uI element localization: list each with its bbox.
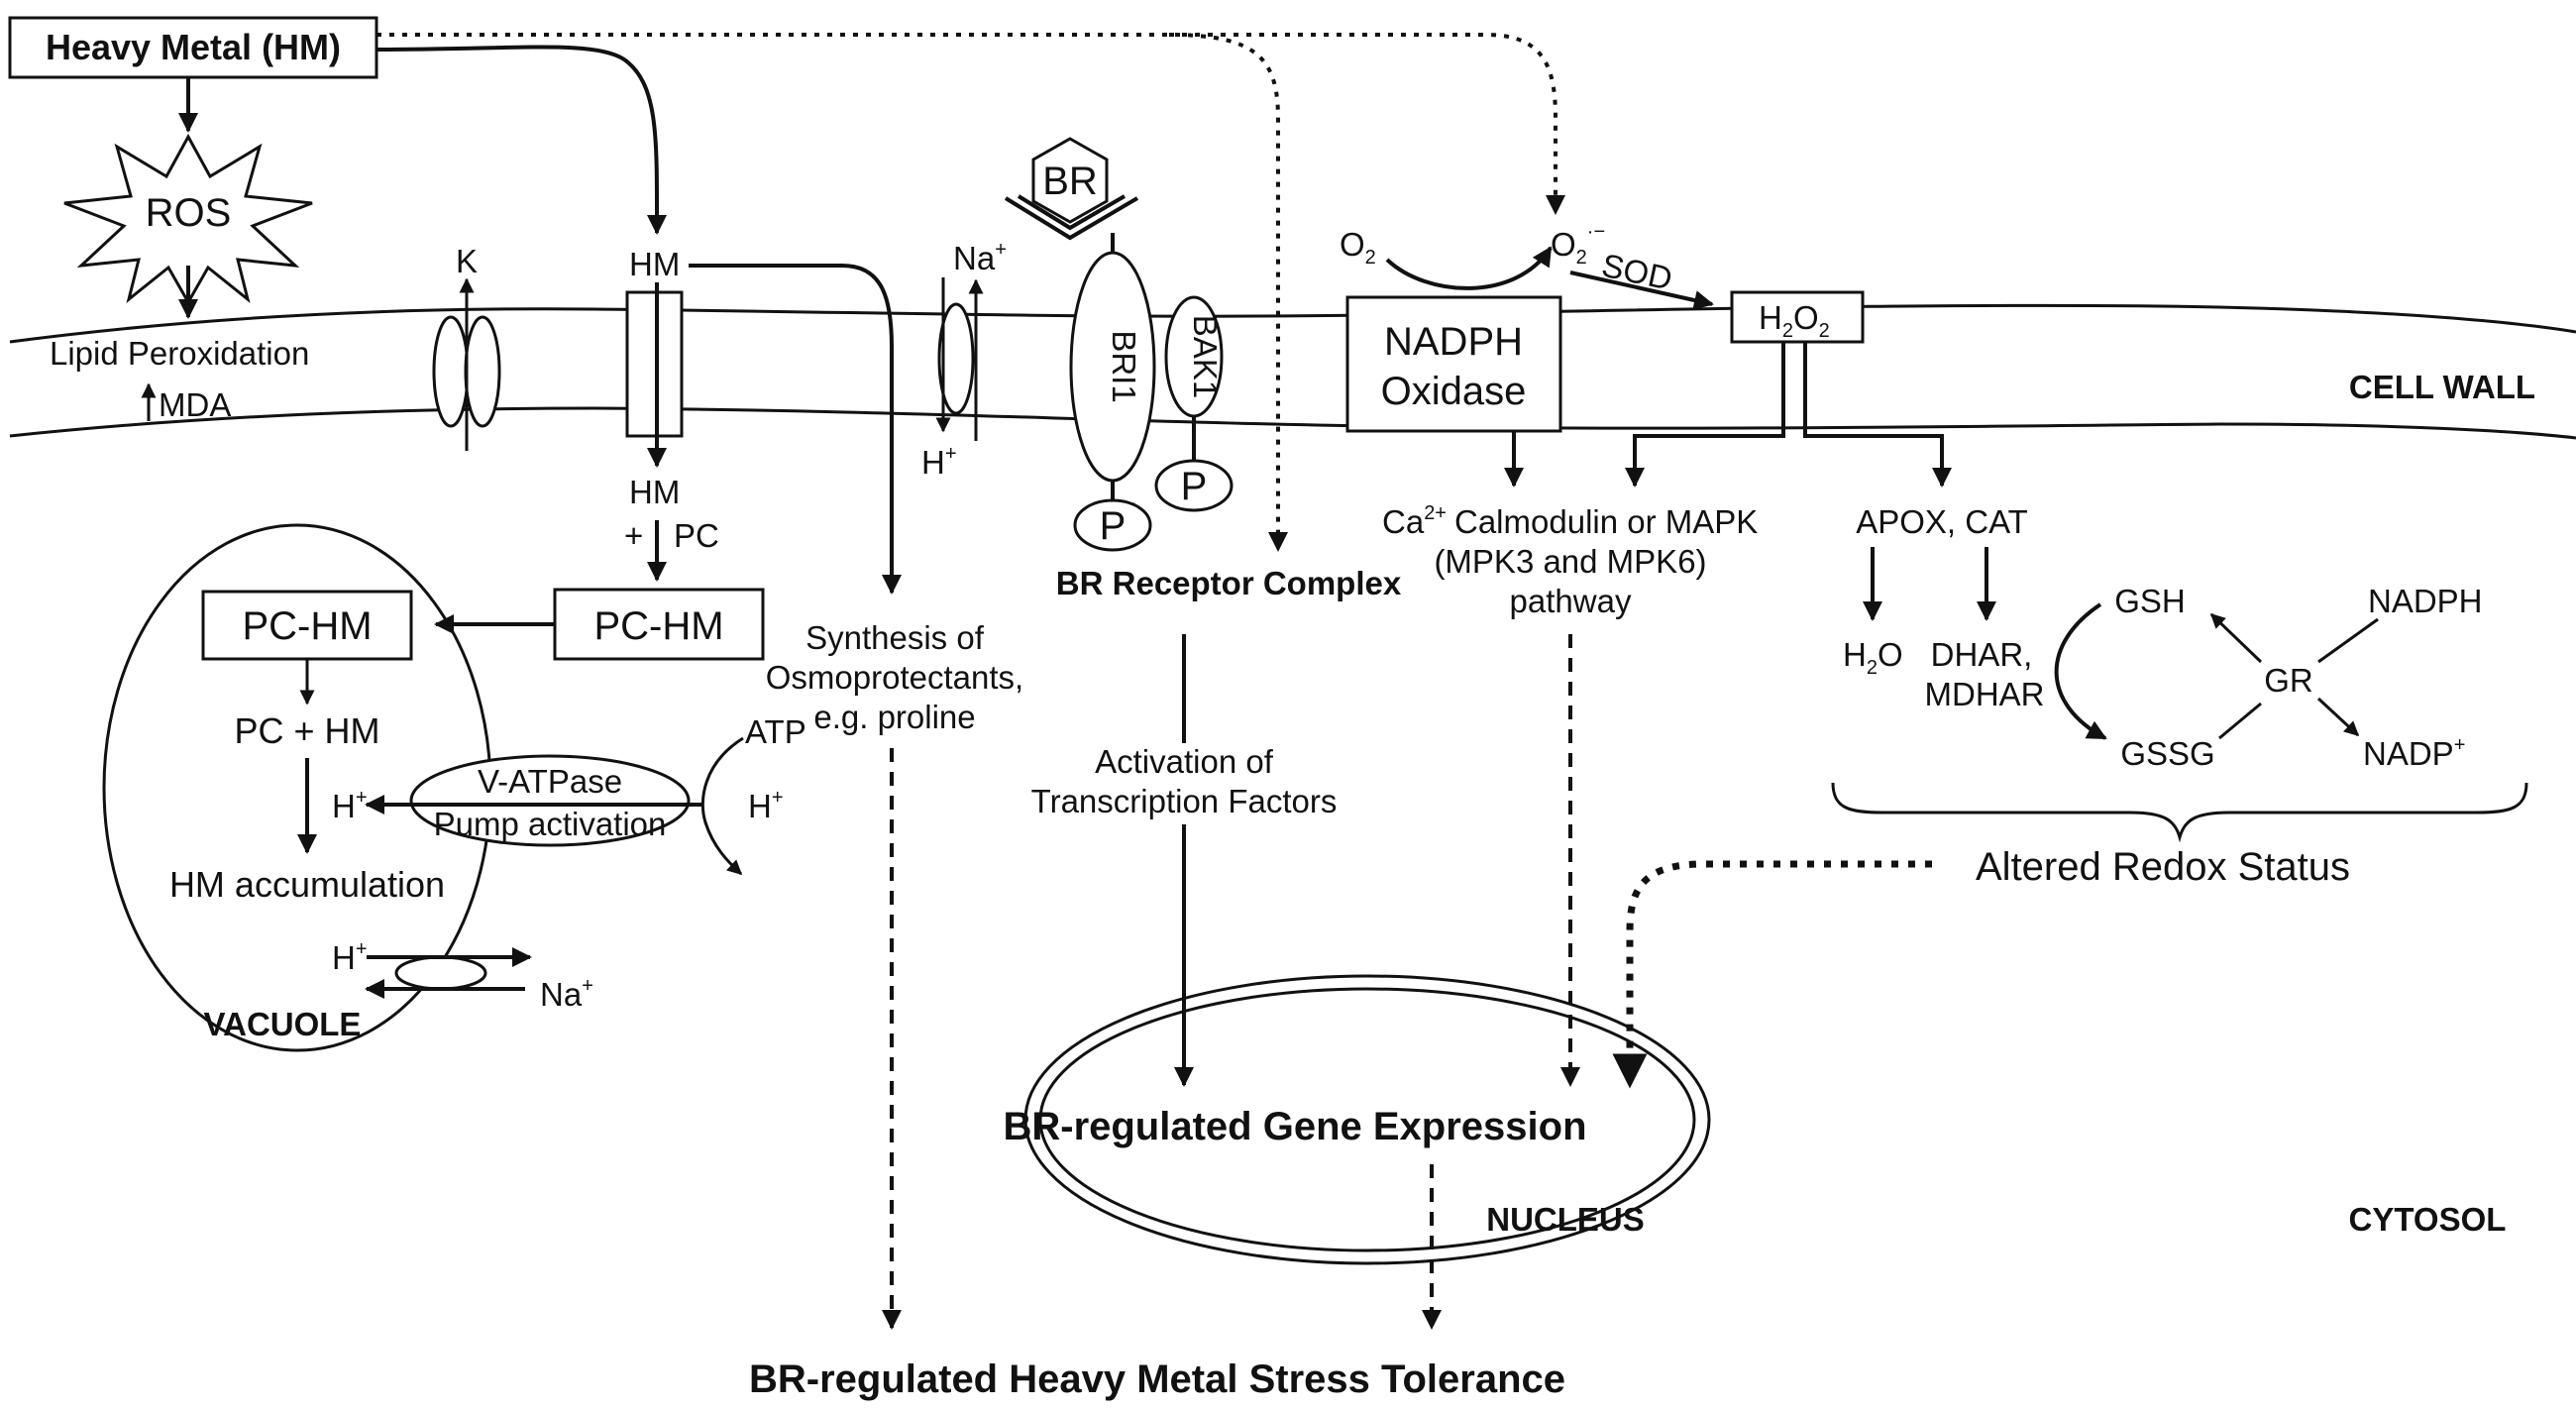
na-channel: [937, 302, 975, 415]
o2-to-superoxide-arrow: [1385, 246, 1553, 290]
hm-channel: [625, 290, 684, 438]
synthesis-label-line2: Osmoprotectants,: [766, 659, 1023, 696]
o2-label: O2: [1340, 226, 1376, 269]
stress-tolerance-label: BR-regulated Heavy Metal Stress Toleranc…: [749, 1358, 1565, 1401]
heavy-metal-to-hm-arrow: [376, 45, 668, 235]
nucleus-outer: [1023, 974, 1711, 1265]
vacuole-h-label: H+: [332, 938, 368, 976]
bak1-phosphate: [1154, 459, 1234, 512]
nadph-oxidase-label-line2: Oxidase: [1381, 370, 1527, 413]
h-right-label: H+: [748, 787, 784, 824]
nadph-label: NADPH: [2368, 583, 2483, 619]
gsh-to-gssg-arrow: [2054, 602, 2107, 740]
altered-redox-label: Altered Redox Status: [1976, 845, 2350, 889]
bri1-phosphate: [1073, 498, 1152, 552]
nadp-label: NADP+: [2363, 734, 2465, 772]
superoxide-to-h2o2-arrow: [1569, 271, 1714, 310]
sod-label: SOD: [1599, 247, 1676, 297]
h2o2-to-calmodulin-arrow: [1625, 342, 1785, 488]
bak1-p-label: P: [1181, 465, 1208, 508]
pc-plus-hm-label: PC + HM: [234, 710, 379, 751]
nadph-to-gr-line: [2317, 617, 2379, 664]
superoxide-label: O2·−: [1551, 221, 1605, 269]
activation-label-line1: Activation of: [1095, 743, 1274, 780]
vacuole-antiporter: [394, 955, 487, 991]
cell-membrane-inner: [9, 406, 2576, 440]
synthesis-label-line3: e.g. proline: [813, 699, 975, 735]
gr-to-nadp-arrow: [2316, 697, 2360, 737]
activation-label-line2: Transcription Factors: [1031, 783, 1338, 819]
v-atpase-label: V-ATPase: [478, 763, 622, 800]
cytosol-label: CYTOSOL: [2349, 1201, 2507, 1238]
h2o2-to-apox-arrow: [1803, 342, 1952, 488]
nucleus-label: NUCLEUS: [1486, 1201, 1645, 1238]
pc-hm-inner-label: PC-HM: [242, 604, 372, 648]
cell-membrane-outer: [9, 303, 2576, 344]
mdhar-label: MDHAR: [1925, 676, 2045, 712]
synthesis-label-line1: Synthesis of: [805, 619, 985, 656]
bak1-label: BAK1: [1187, 315, 1224, 398]
calmodulin-label-line1: Ca2+Calmodulin or MAPK: [1382, 502, 1758, 540]
hm-to-receptor-dotted: [376, 33, 1288, 552]
calmodulin-label-line3: pathway: [1510, 583, 1632, 619]
pump-activation-label: Pump activation: [434, 806, 667, 842]
redox-brace: [1831, 782, 2528, 843]
calmodulin-label-line2: (MPK3 and MPK6): [1434, 543, 1706, 580]
gr-label: GR: [2264, 662, 2313, 699]
water-label: H2O: [1843, 636, 1903, 679]
vacuole-na-label: Na+: [540, 975, 593, 1013]
redox-to-nucleus-arrow: [1612, 860, 1932, 1089]
k-channel-right: [464, 315, 501, 428]
gssg-to-gr-line: [2218, 702, 2262, 740]
pc-hm-outer-label: PC-HM: [593, 604, 723, 648]
br-label: BR: [1042, 160, 1098, 203]
h-na-channel-label: H+: [921, 443, 957, 481]
pc-hm-outer-box: [553, 588, 765, 661]
cell-wall-label: CELL WALL: [2349, 369, 2535, 405]
v-atpase-pump: [409, 754, 691, 847]
nucleus-inner: [1038, 987, 1696, 1252]
k-channel-left: [432, 315, 470, 428]
br-receptor-complex-label: BR Receptor Complex: [1056, 565, 1402, 601]
heavy-metal-box: [8, 16, 378, 79]
nadph-oxidase-box: [1345, 295, 1562, 433]
gssg-label: GSSG: [2120, 735, 2214, 772]
h2o2-box: [1730, 290, 1865, 344]
apox-cat-label: APOX, CAT: [1856, 503, 2028, 540]
hm-to-synthesis-arrow: [689, 264, 902, 595]
k-label: K: [456, 243, 478, 279]
hm-to-superoxide-dotted: [1169, 33, 1565, 215]
gr-to-gsh-arrow: [2209, 612, 2263, 664]
h-left-label: H+: [332, 787, 368, 824]
atp-label: ATP: [745, 713, 806, 750]
hm-accumulation-label: HM accumulation: [169, 864, 445, 905]
br-binding-arms: [1004, 194, 1139, 241]
br-hexagon: [1031, 137, 1109, 224]
ros-label: ROS: [146, 191, 232, 235]
heavy-metal-label: Heavy Metal (HM): [46, 27, 341, 67]
lipid-peroxidation-label: Lipid Peroxidation: [50, 335, 309, 372]
na-label: Na+: [953, 239, 1007, 276]
pc-label: PC: [674, 517, 719, 554]
nadph-oxidase-label-line1: NADPH: [1384, 320, 1523, 364]
vacuole-label: VACUOLE: [204, 1006, 362, 1042]
gsh-label: GSH: [2114, 583, 2186, 619]
bri1-label: BRI1: [1106, 330, 1142, 402]
h2o2-label: H2O2: [1759, 299, 1830, 342]
gene-expression-label: BR-regulated Gene Expression: [1003, 1105, 1586, 1148]
plus-label: +: [624, 517, 643, 554]
atp-hydrolysis-arrow: [700, 736, 744, 876]
dhar-label: DHAR,: [1931, 636, 2033, 673]
mda-label: MDA: [159, 386, 231, 423]
hm-top-label: HM: [629, 246, 680, 282]
hm-mid-label: HM: [629, 474, 680, 510]
bri1-p-label: P: [1100, 504, 1127, 548]
